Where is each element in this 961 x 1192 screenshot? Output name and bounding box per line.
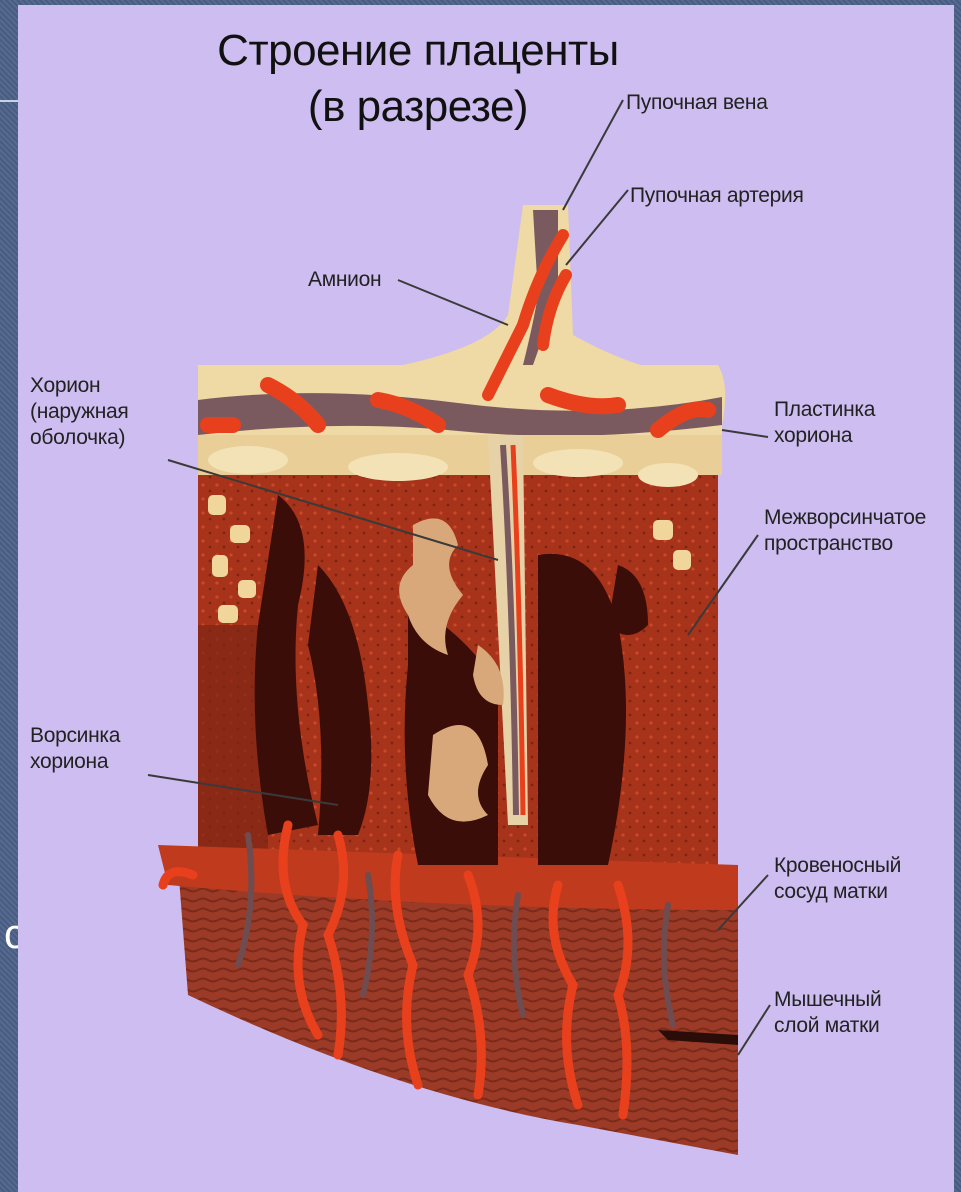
leader-amnion: [398, 280, 508, 325]
label-intervillous-line-1: Межворсинчатое: [764, 505, 926, 531]
label-uterine-muscle: Мышечный слой матки: [774, 987, 881, 1039]
label-umbilical-artery: Пупочная артерия: [630, 183, 804, 209]
label-chorion-line-2: (наружная: [30, 399, 128, 425]
label-chorionic-plate-line-1: Пластинка: [774, 397, 875, 423]
label-intervillous-line-2: пространство: [764, 531, 926, 557]
leader-umbilical-artery: [566, 190, 628, 265]
label-villus-line-1: Ворсинка: [30, 723, 120, 749]
label-chorion-line-3: оболочка): [30, 425, 128, 451]
label-uterine-vessel-line-2: сосуд матки: [774, 879, 901, 905]
label-chorionic-plate: Пластинка хориона: [774, 397, 875, 449]
leader-umbilical-vein: [563, 100, 623, 210]
label-chorion-line-1: Хорион: [30, 373, 128, 399]
slide-divider-line: [0, 100, 20, 102]
diagram-panel: Строение плаценты (в разрезе): [18, 5, 954, 1192]
leader-chorionic-plate: [722, 430, 768, 437]
label-uterine-muscle-line-1: Мышечный: [774, 987, 881, 1013]
leader-uterine-muscle: [738, 1005, 770, 1055]
label-chorion: Хорион (наружная оболочка): [30, 373, 128, 451]
label-chorionic-plate-line-2: хориона: [774, 423, 875, 449]
label-uterine-muscle-line-2: слой матки: [774, 1013, 881, 1039]
label-uterine-vessel: Кровеносный сосуд матки: [774, 853, 901, 905]
label-intervillous-space: Межворсинчатое пространство: [764, 505, 926, 557]
label-uterine-vessel-line-1: Кровеносный: [774, 853, 901, 879]
label-umbilical-vein: Пупочная вена: [626, 90, 768, 116]
label-amnion: Амнион: [308, 267, 381, 293]
label-villus-line-2: хориона: [30, 749, 120, 775]
label-chorionic-villus: Ворсинка хориона: [30, 723, 120, 775]
